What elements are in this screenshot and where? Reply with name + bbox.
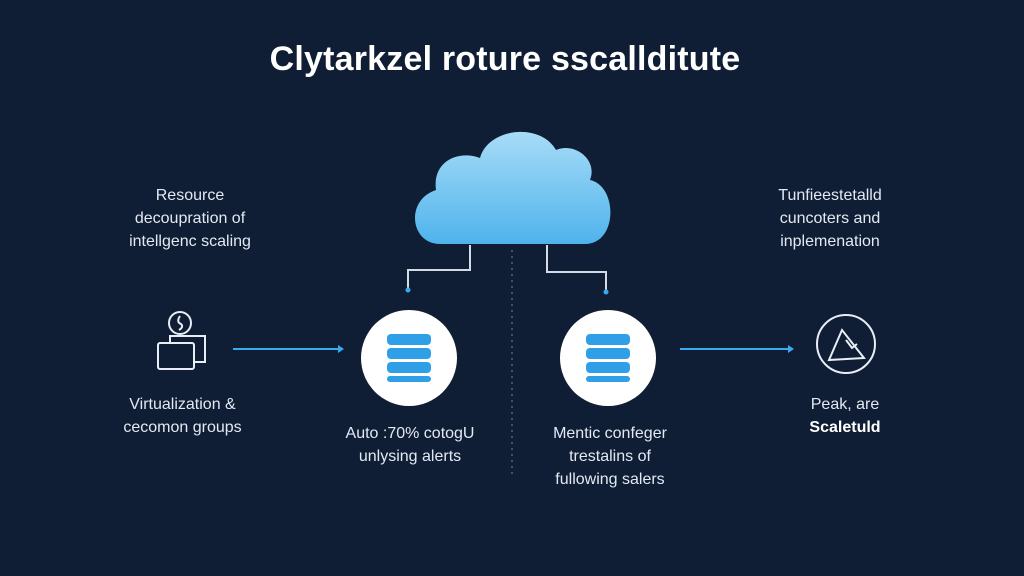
cloud-icon <box>415 131 611 244</box>
database-node-1 <box>361 310 457 406</box>
page-title: Clytarkzel roture sscallditute <box>269 40 741 78</box>
database-icon <box>387 334 431 382</box>
database-icon <box>586 334 630 382</box>
database-node-2 <box>560 310 656 406</box>
mountain-chart-icon <box>816 314 876 374</box>
connector-cloud-db2 <box>546 245 609 295</box>
db1-label: Auto :70% cotogU unlysing alerts <box>345 425 475 465</box>
arrow-db2-to-right <box>680 345 794 353</box>
right-node-label: Peak, are Scaletuld <box>809 396 881 436</box>
top-left-text: Resource decoupration of intellgenc scal… <box>129 187 251 250</box>
document-clock-icon <box>157 311 206 370</box>
connector-cloud-db1 <box>405 245 471 293</box>
arrow-left-to-db1 <box>233 345 344 353</box>
left-node-label: Virtualization & cecomon groups <box>123 396 242 436</box>
top-right-text: Tunfieestetalld cuncoters and inplemenat… <box>778 187 882 250</box>
db2-label: Mentic confeger trestalins of fullowing … <box>553 425 667 488</box>
